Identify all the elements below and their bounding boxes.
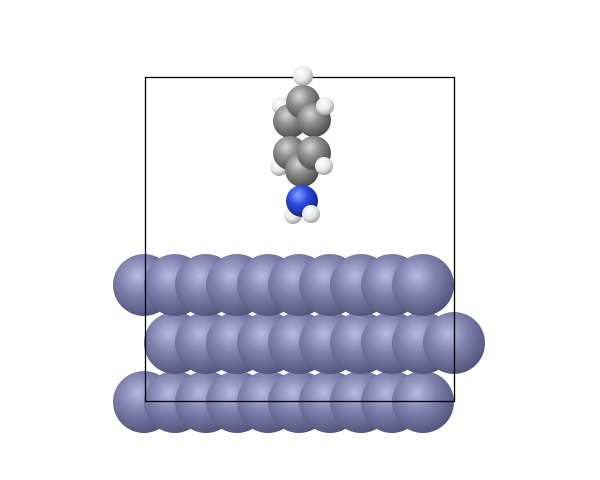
hydrogen-atom [315,157,333,175]
hydrogen-atom [302,205,320,223]
slab-atom [392,254,454,316]
hydrogen-atom [316,97,334,115]
aniline-molecule [270,66,334,224]
metal-slab [113,254,485,433]
hydrogen-atom [293,66,313,86]
